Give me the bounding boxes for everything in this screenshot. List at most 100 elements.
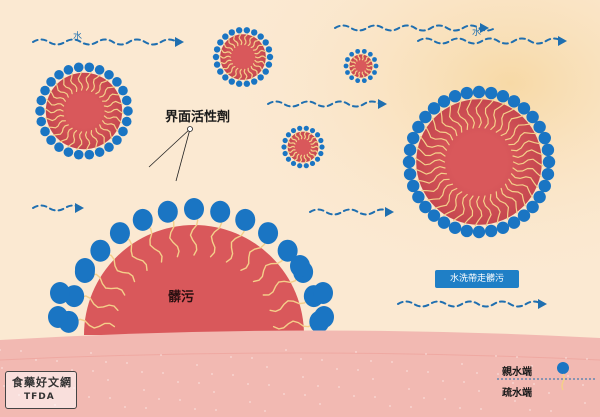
micelle-tail <box>247 67 253 80</box>
micelle-head <box>472 225 486 239</box>
micelle-tail <box>348 68 356 72</box>
micelle-head <box>297 163 303 169</box>
skin-speck <box>90 352 92 354</box>
skin-speck <box>565 357 567 359</box>
flow-arrow-line <box>32 204 82 212</box>
micelle-head <box>265 46 273 53</box>
skin-speck <box>355 351 357 353</box>
micelle-head <box>349 75 355 81</box>
micelle-head <box>213 46 221 53</box>
skin-speck <box>105 361 107 363</box>
micelle-tail <box>44 114 65 122</box>
flow-arrow-line <box>32 38 178 46</box>
micelle-tail <box>306 153 312 163</box>
micelle-tail <box>298 154 303 164</box>
legend-hydrophilic: 親水端 <box>502 367 532 378</box>
micelle-head <box>412 190 425 204</box>
micelle-tail <box>432 117 454 141</box>
micelle-tail <box>221 63 234 70</box>
micelle-tail <box>414 157 446 166</box>
micelle-head <box>419 110 432 124</box>
micelle-tail <box>103 115 122 124</box>
skin-texture-line <box>0 352 600 361</box>
micelle-tail <box>421 178 450 193</box>
skin-speck <box>514 400 516 402</box>
micelle-head <box>507 216 521 229</box>
skin-speck <box>406 370 408 372</box>
skin-speck <box>198 382 200 384</box>
micelle-tail <box>415 165 446 175</box>
micelle-head <box>345 57 350 62</box>
surfactant-head <box>313 282 333 304</box>
skin-speck <box>145 407 147 409</box>
micelle-tail <box>286 145 296 149</box>
micelle-head <box>372 57 377 62</box>
micelle-head <box>427 209 441 222</box>
micelle-head <box>265 61 273 68</box>
micelle-head <box>303 125 309 131</box>
surfactant-head <box>277 239 298 262</box>
micelle-head <box>63 65 74 75</box>
micelle-head <box>112 77 122 87</box>
micelle-head <box>262 68 269 75</box>
micelle-head <box>538 179 551 193</box>
micelle-tail <box>227 37 236 49</box>
micelle-tail <box>55 82 69 98</box>
micelle-head <box>73 62 84 73</box>
legend-head <box>557 362 569 374</box>
micelle-head <box>222 33 229 40</box>
skin-speck <box>56 360 58 362</box>
micelle-tail <box>47 120 66 129</box>
micelle-head <box>318 150 324 157</box>
micelle-tail <box>500 115 524 137</box>
micelle-tail <box>440 110 458 137</box>
micelle-tail <box>293 153 300 162</box>
skin-speck <box>459 407 461 409</box>
micelle-head <box>118 126 128 137</box>
skin-speck <box>582 384 584 386</box>
micelle-head <box>427 102 441 115</box>
surfactant-tail <box>189 214 199 256</box>
micelle-tail <box>457 100 469 131</box>
micelle-head <box>266 53 274 61</box>
micelle-head <box>282 137 288 144</box>
skin-speck <box>35 359 37 361</box>
skin-speck <box>353 395 355 397</box>
micelle-tail <box>443 191 463 216</box>
micelle-head <box>285 132 292 138</box>
surfactant-head <box>235 208 256 231</box>
skin-speck <box>143 389 145 391</box>
skin-speck <box>423 397 425 399</box>
micelle-tail <box>102 93 121 102</box>
dirt-with-surfactants <box>48 198 334 335</box>
micelle-tail <box>453 193 468 222</box>
micelle-head <box>257 33 264 40</box>
skin-speck <box>0 349 1 351</box>
micelle-tail <box>490 102 505 131</box>
micelle-tail <box>233 34 239 47</box>
micelle-head <box>235 80 243 87</box>
micelle-tail <box>474 195 483 227</box>
micelle-tail <box>434 187 458 209</box>
skin-speck <box>529 409 531 411</box>
skin-speck <box>3 385 5 387</box>
water-label-right: 水 <box>472 28 482 38</box>
legend-hydrophobic: 疏水端 <box>502 388 532 399</box>
micelle-tail <box>243 68 248 82</box>
pointer-line <box>175 128 191 182</box>
skin-speck <box>319 403 321 405</box>
surfactant-pointer <box>148 126 193 182</box>
micelle-head <box>46 135 56 145</box>
flow-arrow-head <box>385 207 394 217</box>
micelle-1 <box>35 62 133 160</box>
micelle-head <box>460 86 474 100</box>
surfactant-head <box>132 208 153 231</box>
skin-speck <box>480 408 482 410</box>
micelle-head <box>372 70 377 75</box>
skin-speck <box>20 350 22 352</box>
micelle-tail <box>250 39 261 49</box>
skin-speck <box>391 361 393 363</box>
skin-speck <box>586 358 588 360</box>
micelle-head <box>212 53 220 61</box>
